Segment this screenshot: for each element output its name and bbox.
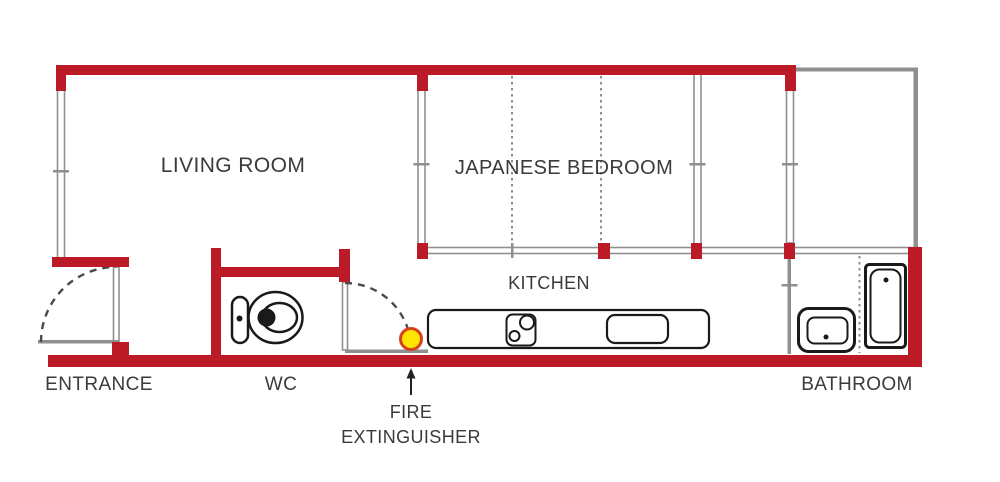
living-room-label: LIVING ROOM — [160, 154, 306, 177]
bedroom-pier — [598, 243, 610, 259]
fire-extinguisher-dot — [399, 327, 423, 351]
balcony-right-wall — [913, 67, 918, 249]
kitchen-label: KITCHEN — [508, 273, 590, 293]
bathroom-partition — [787, 258, 791, 354]
wc-top-wall — [211, 267, 350, 277]
fire-extinguisher-label-line2: EXTINGUISHER — [341, 427, 481, 448]
entrance-sill — [38, 340, 119, 344]
bathtub-inner — [869, 268, 902, 344]
window-tick — [782, 163, 798, 166]
bedroom-bottom-partition — [420, 246, 919, 255]
window-tick — [413, 163, 430, 166]
entrance-label: ENTRANCE — [45, 374, 153, 395]
bedroom-left-top-pier — [417, 65, 428, 91]
bedroom-pier — [691, 243, 702, 259]
kitchen-sill — [345, 349, 428, 353]
entrance-top-wall — [52, 257, 129, 267]
entrance-door-panel — [112, 266, 120, 343]
stove-burner-small — [508, 330, 521, 342]
wc-door-panel — [341, 281, 349, 351]
top-right-pier — [785, 65, 796, 91]
top-left-pier — [56, 65, 66, 91]
kitchen-sink — [605, 313, 670, 345]
fire-extinguisher-label: FIRE EXTINGUISHER — [341, 400, 481, 450]
bedroom-divider-partition — [693, 71, 702, 245]
bedroom-pier — [417, 243, 428, 259]
balcony-top-wall — [790, 67, 917, 72]
bottom-wall — [48, 355, 922, 367]
window-tick — [781, 284, 798, 287]
bathroom-top-pier — [784, 243, 795, 259]
wc-door-swing — [344, 281, 411, 334]
toilet-tank-button — [236, 315, 243, 322]
bedroom-left-partition — [417, 89, 426, 245]
toilet-flush — [257, 308, 276, 327]
washbasin-drain — [823, 334, 829, 340]
stove-burner-large — [519, 314, 535, 331]
entrance-bottom-pier — [112, 342, 129, 358]
wc-label: WC — [264, 374, 298, 395]
bathtub-drain — [883, 277, 889, 283]
bedroom-right-partition — [785, 89, 795, 244]
fire-extinguisher-label-line1: FIRE — [389, 402, 433, 422]
bathroom-label: BATHROOM — [801, 374, 913, 395]
living-room-window — [56, 87, 66, 259]
bathroom-right-wall — [908, 247, 922, 367]
japanese-bedroom-label: JAPANESE BEDROOM — [454, 157, 674, 179]
entrance-door-swing — [39, 265, 117, 343]
wc-left-wall — [211, 248, 221, 358]
window-tick — [689, 163, 706, 166]
pointer-arrow-head — [406, 368, 416, 379]
wc-right-pier — [339, 249, 350, 282]
window-tick — [53, 170, 69, 173]
washbasin-inner — [806, 316, 849, 345]
window-tick — [511, 243, 514, 258]
